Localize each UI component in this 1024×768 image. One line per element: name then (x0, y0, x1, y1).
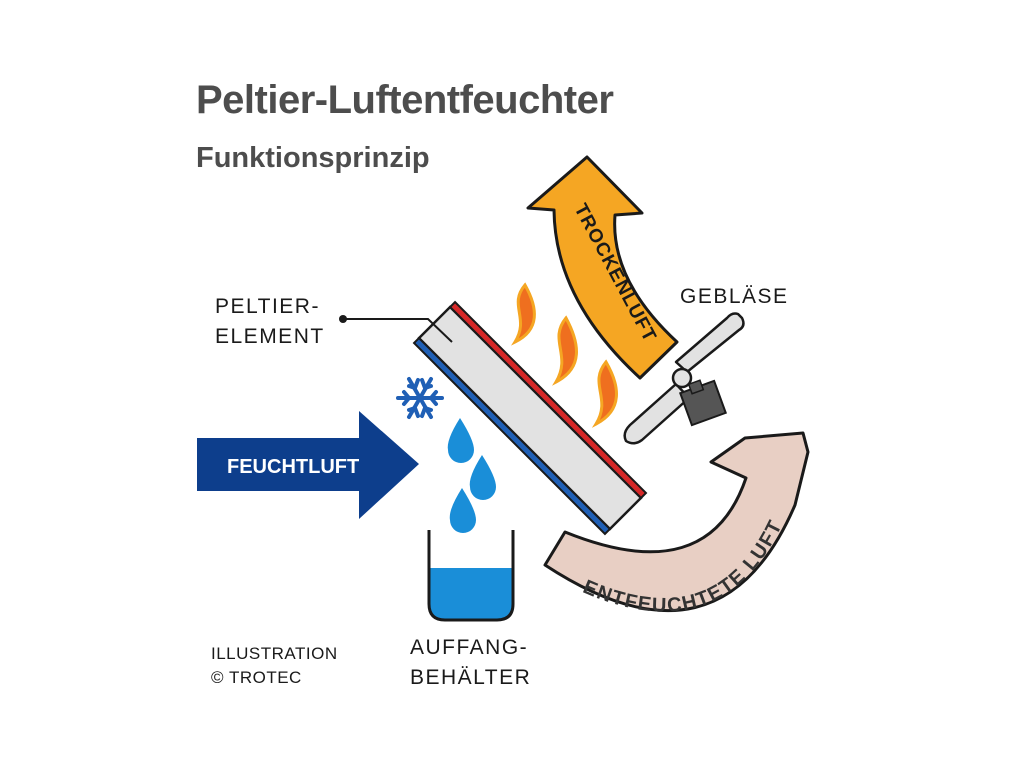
humid-air-arrow: FEUCHTLUFT (197, 411, 419, 519)
peltier-label-line2: ELEMENT (215, 325, 325, 348)
flame-icon (591, 359, 618, 428)
peltier-element-label: PELTIER- ELEMENT (215, 292, 325, 352)
humid-air-label: FEUCHTLUFT (227, 456, 359, 478)
fan-label: GEBLÄSE (680, 285, 789, 308)
hot-side (448, 300, 648, 500)
page-title: Peltier-Luftentfeuchter (196, 78, 614, 122)
collected-water (429, 568, 513, 620)
collection-container-label: AUFFANG- BEHÄLTER (410, 633, 531, 693)
heat-flames (510, 282, 618, 428)
water-drop-icon (469, 455, 496, 500)
illustration-credit: ILLUSTRATION © TROTEC (211, 642, 338, 690)
flame-icon (552, 315, 578, 386)
water-drops (447, 418, 496, 533)
peltier-leader-line (339, 315, 453, 343)
snowflake-icon (396, 377, 444, 419)
peltier-element (412, 300, 648, 536)
water-drop-icon (447, 418, 474, 463)
fan-icon (623, 312, 745, 445)
cold-side (412, 336, 612, 536)
container-label-line1: AUFFANG- (410, 636, 529, 659)
peltier-label-line1: PELTIER- (215, 295, 320, 318)
credit-line2: © TROTEC (211, 668, 302, 687)
container-label-line2: BEHÄLTER (410, 666, 532, 689)
credit-line1: ILLUSTRATION (211, 644, 338, 663)
dry-air-arrow: TROCKENLUFT (526, 155, 679, 380)
collection-container (427, 530, 515, 622)
page-subtitle: Funktionsprinzip (196, 142, 430, 174)
water-drop-icon (449, 488, 476, 533)
flame-icon (510, 282, 536, 346)
